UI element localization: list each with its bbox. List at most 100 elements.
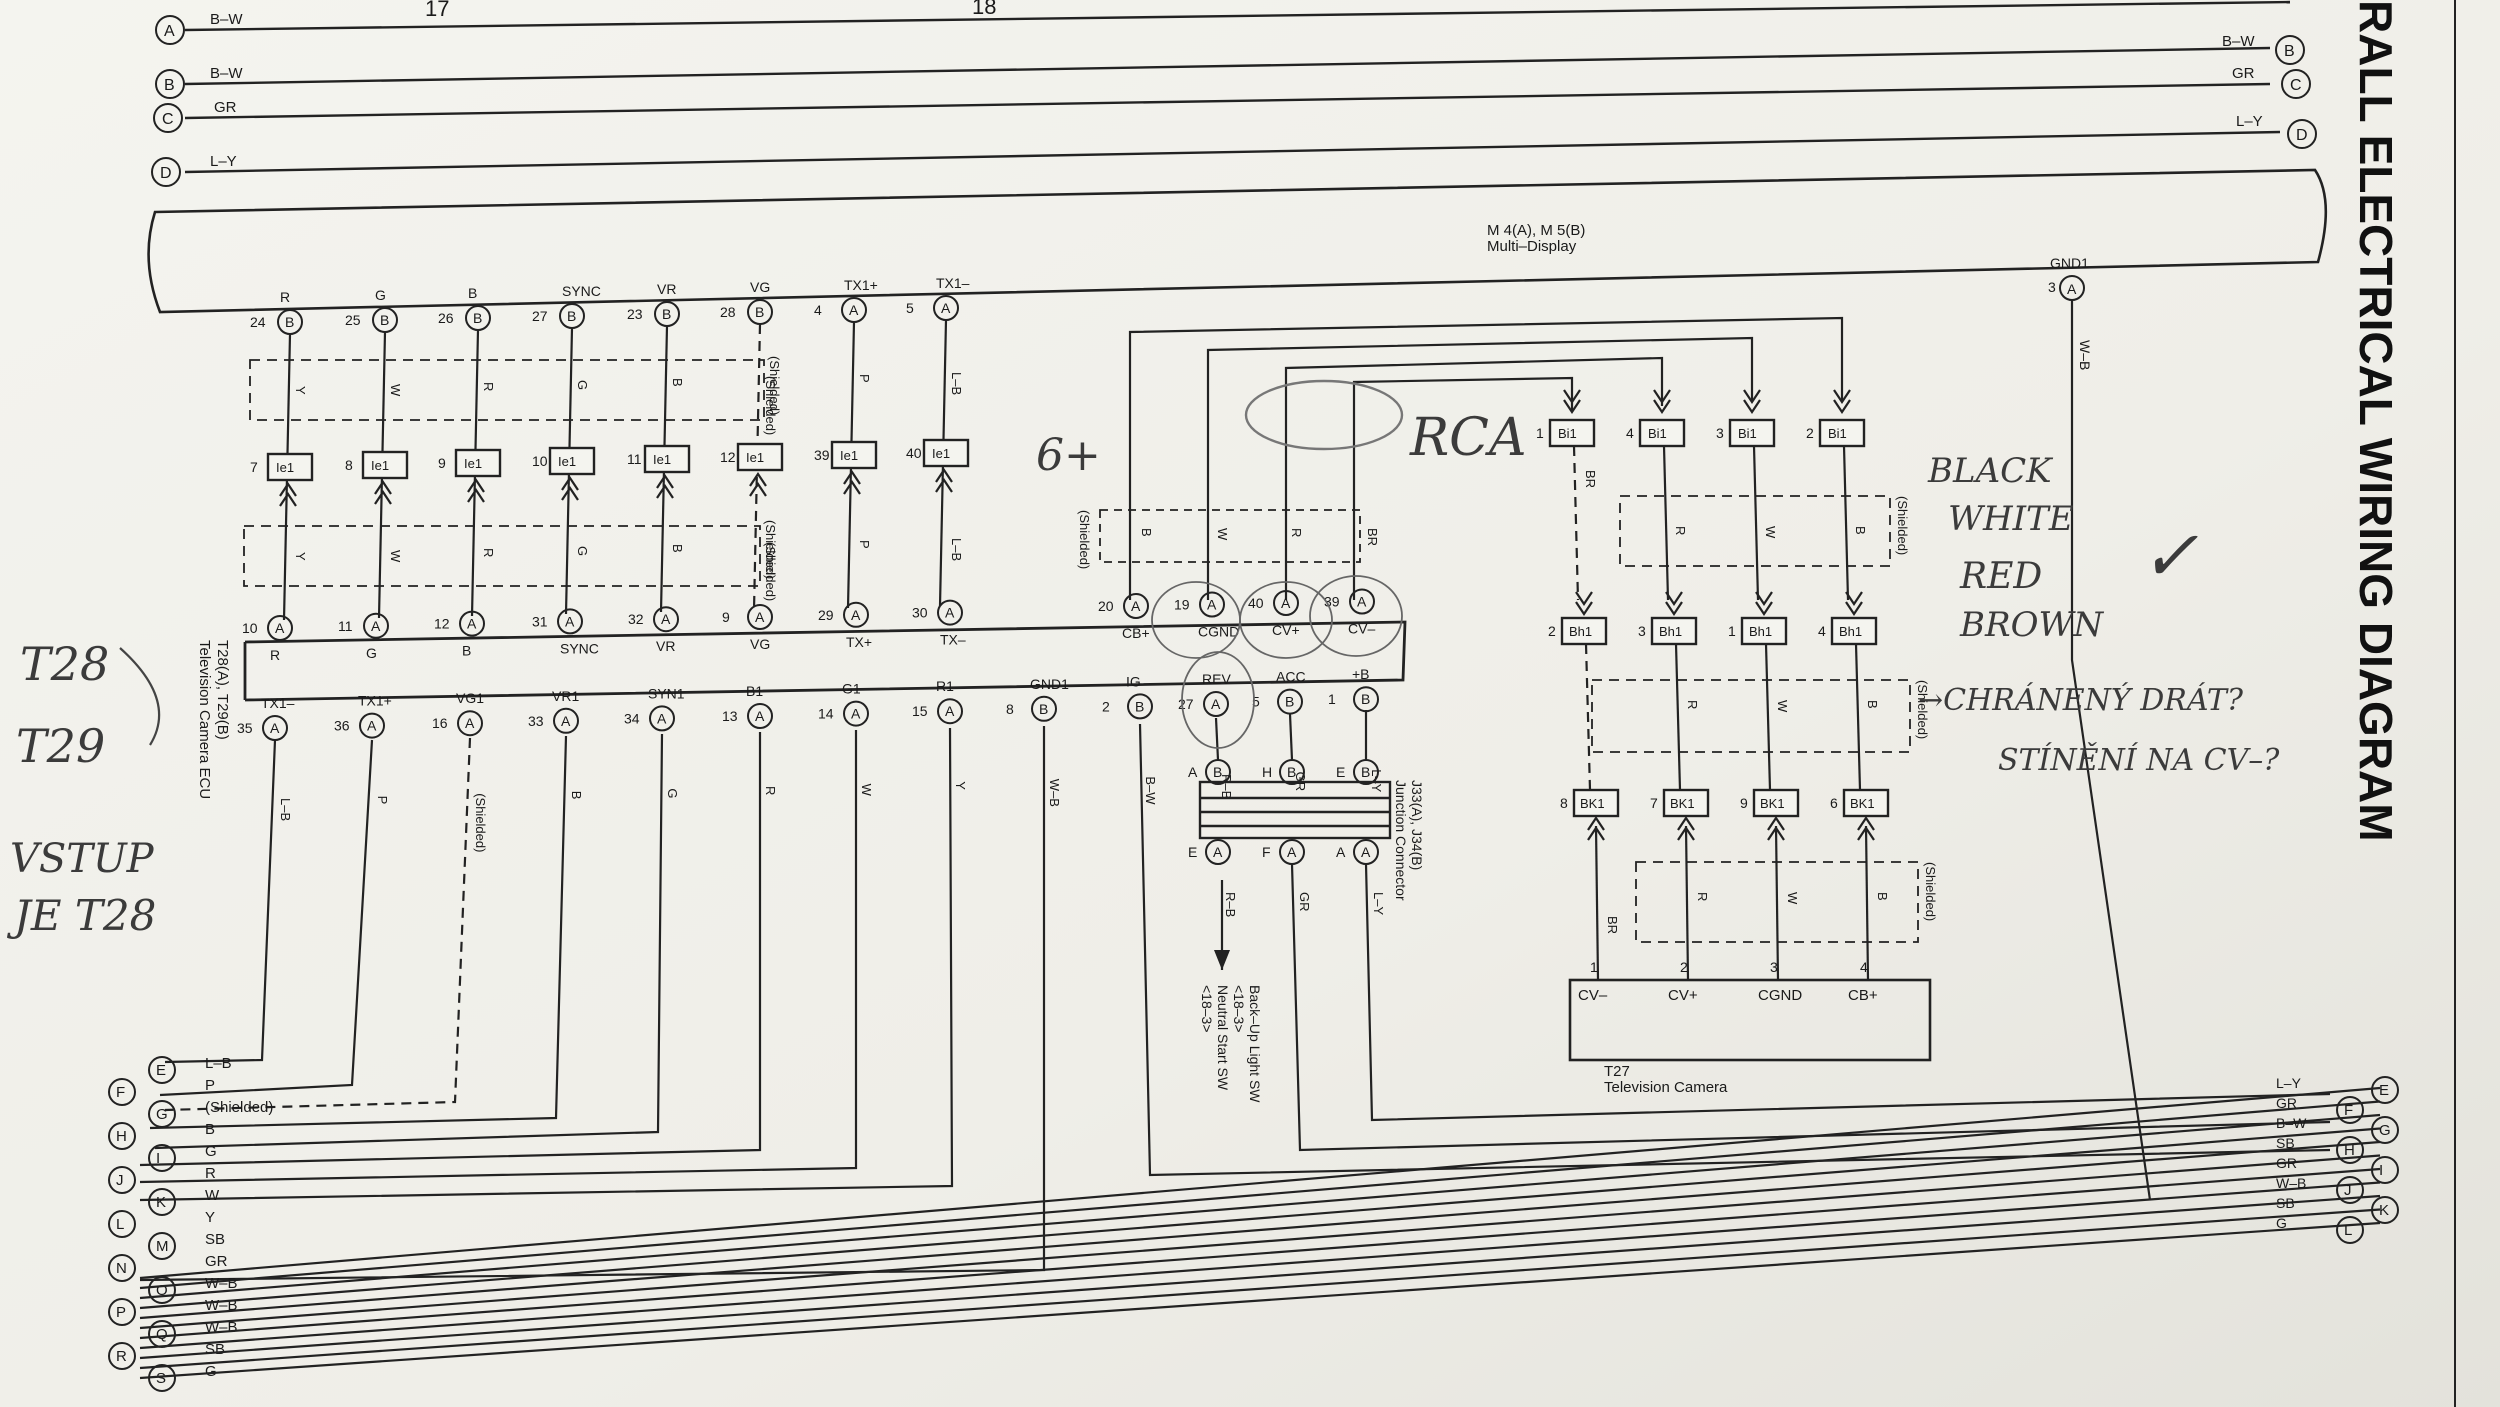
bottom-bus-wire: [139, 1140, 2381, 1320]
bottom-bus-color-left: L–B: [205, 1055, 232, 1072]
ie1-arrow: [935, 468, 953, 483]
display-pin-group: RB24YIe17YGB25WIe18WBB26RIe19RSYNCB27GIe…: [243, 275, 970, 621]
ie1-connector: [830, 440, 878, 470]
bottom-bus-circle-left: [148, 1232, 176, 1260]
ecu-lower-wire: [154, 733, 664, 1150]
bottom-bus-letter-left: N: [116, 1260, 127, 1277]
ie1-arrow: [656, 484, 674, 499]
display-pin-conn: B: [285, 314, 294, 330]
ecu-camera-wire-color: R: [1289, 528, 1304, 537]
ecu-label: Television Camera ECU: [196, 640, 213, 799]
ecu-camera-name: CV–: [1348, 621, 1375, 637]
camera-pin-name: CV+: [1668, 987, 1698, 1004]
ecu-camera-pin-circle: [1349, 588, 1375, 615]
camera-shield-label: (Shielded): [1077, 510, 1092, 569]
ecu-lower-wire: [1138, 723, 2331, 1177]
bottom-bus-color-left: B: [205, 1121, 215, 1138]
shield-label: (Shielded): [763, 520, 778, 579]
bh1-num: 4: [1818, 623, 1826, 639]
ecu-upper-name: B: [462, 643, 471, 659]
display-wire-color: G: [575, 380, 590, 390]
bus-color: GR: [214, 99, 237, 116]
bk1-arrow: [1587, 816, 1605, 831]
ecu-lower-name: R1: [936, 678, 954, 694]
ie1-connector: [736, 442, 784, 472]
ecu-upper-num: 11: [338, 618, 353, 634]
ecu-upper-name: TX–: [940, 632, 966, 648]
ecu-lower-wire-color: G: [665, 788, 680, 798]
bottom-bus-letter-left: P: [116, 1304, 126, 1321]
bottom-bus-letter-right: F: [2344, 1102, 2353, 1119]
ecu-camera-pin-conn: A: [1207, 597, 1217, 613]
bottom-bus-letter-right: G: [2379, 1122, 2391, 1139]
display-wire-color: B: [670, 378, 685, 387]
bk1-label: BK1: [1760, 796, 1785, 811]
bottom-bus-color-right: G: [2276, 1215, 2287, 1231]
ecu-upper-pin-circle: [747, 604, 773, 630]
ie1-label: Ie1: [653, 452, 671, 467]
handwritten-notes: RCA BLACK WHITE RED BROWN ✓ →CHRÁNENÝ DR…: [6, 379, 2280, 940]
ie1-arrow: [561, 486, 579, 501]
bi1-num: 1: [1536, 425, 1544, 441]
bottom-bus-color-left: (Shielded): [205, 1099, 273, 1116]
bottom-bus-circle-right: [2336, 1176, 2364, 1204]
bi1-wire-color: BR: [1583, 470, 1598, 488]
junction-bottom-pin-conn: A: [1361, 844, 1371, 860]
bottom-bus-color-right: W–B: [2276, 1175, 2306, 1191]
bottom-bus-letter-right: J: [2344, 1182, 2352, 1199]
ecu-lower-pin-circle: [747, 703, 773, 729]
bus-color: GR: [2232, 65, 2255, 82]
display-pin-name: VG: [750, 279, 770, 295]
pin-circle-sketch: [1309, 575, 1403, 657]
camera-pin-name: CB+: [1848, 987, 1878, 1004]
ecu-upper-pin-conn: A: [275, 620, 285, 636]
bi1-wire-color: R: [1673, 526, 1688, 535]
bottom-bus-wire: [139, 1086, 2381, 1280]
bus-circle: [153, 103, 183, 133]
shield-box-lower: [243, 525, 761, 587]
bk1-connector: [1572, 788, 1620, 818]
ecu-lower-pin-conn: B: [1135, 698, 1144, 714]
camera-pin-name: CV–: [1578, 987, 1608, 1004]
ecu-lower-name: VG1: [456, 690, 484, 706]
camera-label: Television Camera: [1604, 1079, 1728, 1096]
ie1-label: Ie1: [276, 460, 294, 475]
bottom-bus-color-left: G: [205, 1363, 217, 1380]
bottom-bus-color-left: P: [205, 1077, 215, 1094]
bus-letter: D: [160, 165, 172, 182]
bottom-bus-circle-left: [148, 1100, 176, 1128]
ecu-lower-wire-color: P: [375, 796, 390, 805]
ecu-lower-name: VR1: [552, 688, 579, 704]
bi1-arrow: [1653, 399, 1671, 414]
bh1-label: Bh1: [1749, 624, 1772, 639]
ecu-upper-pin-conn: A: [661, 611, 671, 627]
display-pin-conn: B: [567, 308, 576, 324]
ecu-lower-num: 34: [624, 710, 640, 726]
bh1-arrow: [1755, 601, 1773, 616]
ecu-camera-wire-color: W: [1215, 528, 1230, 541]
junction-bottom-pin-conn: A: [1287, 844, 1297, 860]
display-pin-conn: B: [380, 312, 389, 328]
bi1-label: Bi1: [1828, 426, 1847, 441]
bk1-wire-color: W: [1785, 892, 1800, 905]
ecu-lower-pin-conn: B: [1285, 694, 1294, 710]
ie1-connector: [922, 438, 970, 468]
bottom-bus-circle-right: [2371, 1116, 2399, 1144]
junction-bottom-pin-circle: [1205, 839, 1231, 865]
bh1-num: 2: [1548, 623, 1556, 639]
bk1-wire-color: B: [1875, 892, 1890, 901]
junction-top-letter: H: [1262, 764, 1272, 780]
ie1-label: Ie1: [371, 458, 389, 473]
bh1-connector: [1830, 616, 1878, 646]
junction-bottom-letter: A: [1336, 844, 1346, 860]
bh1-label: Bh1: [1659, 624, 1682, 639]
ie1-arrow: [749, 472, 767, 487]
gnd1-wire-color: W–B: [2077, 340, 2093, 370]
ie1-arrow: [561, 476, 579, 491]
ecu-upper-name: VG: [750, 636, 770, 652]
bus-color: L–Y: [210, 153, 237, 170]
bottom-bus-circle-right: [2336, 1136, 2364, 1164]
ecu-lower-pin-circle: [1031, 695, 1057, 722]
